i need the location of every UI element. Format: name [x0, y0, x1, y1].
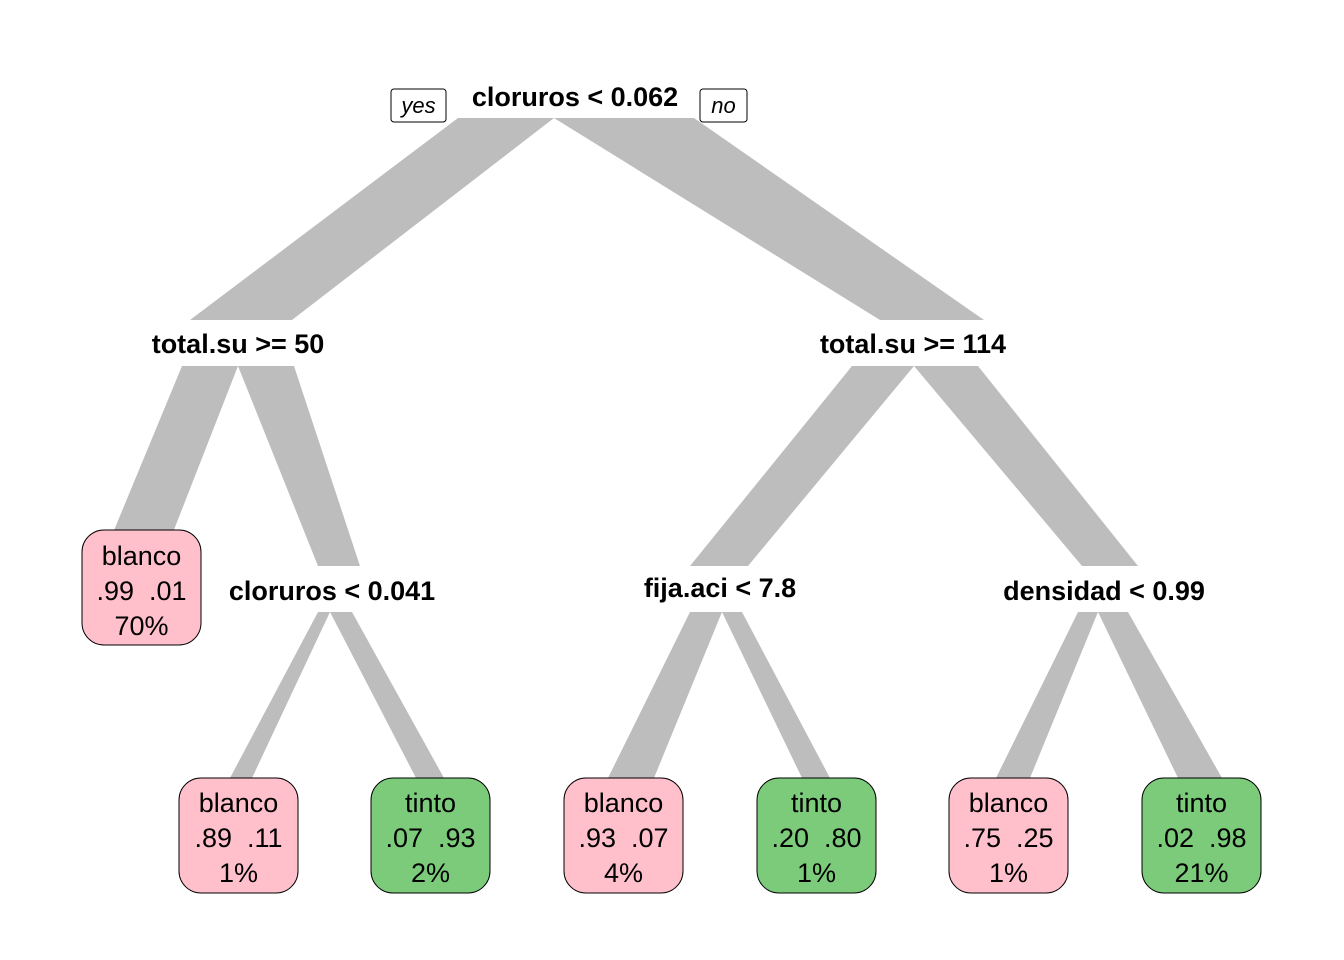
branch-left-leaf1 [110, 366, 238, 540]
branch-root-right [554, 118, 984, 320]
split-label-right-right: densidad < 0.99 [1003, 576, 1205, 606]
leaf-node: tinto .20 .80 1% [756, 777, 877, 894]
split-label-right: total.su >= 114 [820, 329, 1006, 359]
leaf-box [756, 777, 877, 894]
leaf-percentage: 1% [797, 858, 836, 888]
leaf-probabilities: .99 .01 [96, 576, 186, 606]
branch-left-cloruros2 [238, 366, 360, 566]
leaf-box [178, 777, 299, 894]
branch-fija-leaf5 [722, 612, 830, 778]
leaf-node: blanco .99 .01 70% [81, 529, 202, 646]
leaf-class-label: blanco [199, 788, 279, 818]
branch-root-left [190, 118, 554, 320]
split-label-left: total.su >= 50 [152, 329, 325, 359]
branch-cloruros2-leaf3 [330, 612, 444, 778]
leaf-percentage: 21% [1174, 858, 1228, 888]
leaf-percentage: 70% [114, 611, 168, 641]
no-label: no [699, 88, 748, 123]
leaf-class-label: blanco [102, 541, 182, 571]
leaf-node: tinto .02 .98 21% [1141, 777, 1262, 894]
branches [110, 118, 1222, 778]
branch-right-fija [690, 366, 914, 566]
no-label-text: no [711, 93, 735, 118]
leaf-percentage: 1% [989, 858, 1028, 888]
leaf-percentage: 2% [411, 858, 450, 888]
leaf-probabilities: .20 .80 [771, 823, 861, 853]
leaf-box [948, 777, 1069, 894]
split-label-root: cloruros < 0.062 [472, 82, 678, 112]
yes-label: yes [390, 88, 447, 123]
yes-label-box [390, 88, 447, 123]
leaf-box [1141, 777, 1262, 894]
leaf-box [563, 777, 684, 894]
leaf-class-label: blanco [584, 788, 664, 818]
branch-cloruros2-leaf2 [230, 612, 330, 778]
branch-fija-leaf4 [608, 612, 722, 778]
leaf-node: blanco .93 .07 4% [563, 777, 684, 894]
branch-right-densidad [914, 366, 1138, 566]
split-label-left-right: cloruros < 0.041 [229, 576, 435, 606]
leaf-class-label: tinto [1176, 788, 1227, 818]
leaf-percentage: 4% [604, 858, 643, 888]
leaf-node: blanco .89 .11 1% [178, 777, 299, 894]
branch-densidad-leaf7 [1098, 612, 1222, 778]
leaf-box [81, 529, 202, 646]
branch-densidad-leaf6 [996, 612, 1098, 778]
leaf-class-label: tinto [405, 788, 456, 818]
split-label-right-left: fija.aci < 7.8 [644, 573, 796, 603]
no-label-box [699, 88, 748, 123]
leaf-probabilities: .93 .07 [578, 823, 668, 853]
leaf-probabilities: .02 .98 [1156, 823, 1246, 853]
leaf-probabilities: .75 .25 [963, 823, 1053, 853]
leaf-percentage: 1% [219, 858, 258, 888]
yes-label-text: yes [399, 93, 435, 118]
leaf-probabilities: .89 .11 [194, 823, 282, 853]
leaf-box [370, 777, 491, 894]
leaf-probabilities: .07 .93 [385, 823, 475, 853]
leaf-node: blanco .75 .25 1% [948, 777, 1069, 894]
leaf-class-label: blanco [969, 788, 1049, 818]
leaf-node: tinto .07 .93 2% [370, 777, 491, 894]
leaf-class-label: tinto [791, 788, 842, 818]
